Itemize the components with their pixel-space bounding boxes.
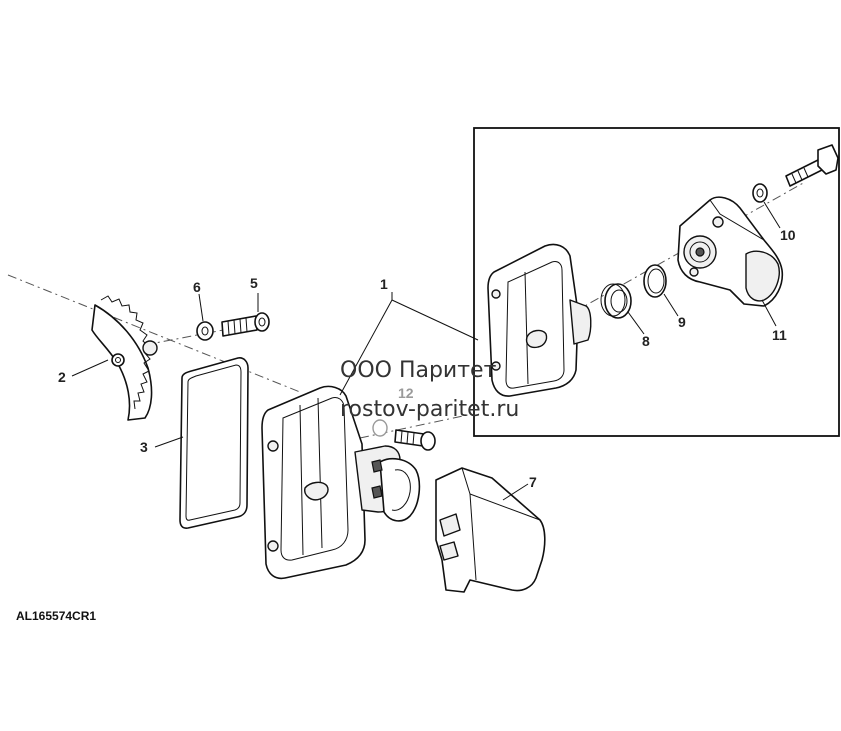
callout-leader-lines: [71, 201, 781, 501]
seal-ring-part-8: [600, 283, 632, 319]
sensor-part-11: [677, 196, 784, 307]
callout-3: 3: [140, 439, 148, 455]
figure-id-label: AL165574CR1: [16, 609, 96, 623]
inset-housing-part: [487, 243, 592, 397]
watermark-website: rostov-paritet.ru: [340, 397, 519, 422]
callout-7: 7: [529, 474, 537, 490]
gear-sector-part: [91, 295, 158, 421]
detail-inset-frame: [473, 127, 840, 437]
callout-12: 12: [398, 385, 414, 401]
gasket-part: [179, 357, 249, 529]
o-ring-part-9: [643, 264, 667, 298]
cover-housing-part: [261, 385, 421, 580]
bolt-part-5: [221, 312, 270, 337]
washer-part-10: [752, 183, 768, 203]
washer-part-6: [196, 321, 214, 341]
callout-10: 10: [780, 227, 796, 243]
watermark-company-name: ООО Паритет: [340, 358, 497, 383]
callout-8: 8: [642, 333, 650, 349]
callout-1: 1: [380, 276, 388, 292]
callout-5: 5: [250, 275, 258, 291]
inset-bolt-part: [785, 144, 839, 187]
callout-2: 2: [58, 369, 66, 385]
callout-6: 6: [193, 279, 201, 295]
bolt-part-12: [372, 419, 436, 451]
callout-9: 9: [678, 314, 686, 330]
callout-11: 11: [772, 327, 787, 343]
protective-cover-part: [435, 467, 546, 593]
